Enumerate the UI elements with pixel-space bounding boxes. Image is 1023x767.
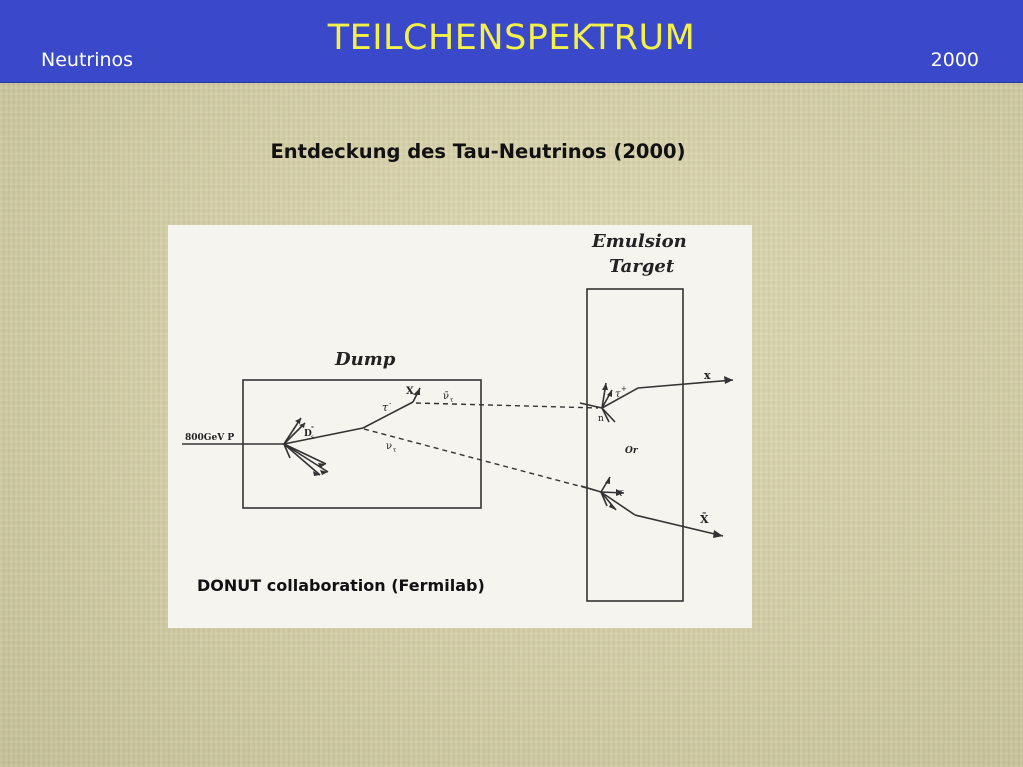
nubar-tau-label: ν̄ [443,391,449,402]
emulsion-label: Emulsion [591,231,687,252]
slide-heading: Entdeckung des Tau-Neutrinos (2000) [270,140,686,163]
ds-sup-label: - [311,422,314,431]
nu-tau-path [363,428,599,492]
dump-label: Dump [334,349,396,370]
diagram-canvas: Emulsion Target Dump 800GeV P D s - τ - … [182,231,734,602]
x-label: X [406,386,414,397]
nu-tau-label: ν [386,441,392,452]
target-label: Target [609,256,675,277]
emulsion-target-box [586,288,684,602]
nu-tau-sub-label: τ [393,447,397,454]
topic-label: Neutrinos [41,49,134,71]
ds-sub-label: s [311,434,314,441]
ds-label: D [304,429,312,439]
lower-x-track [634,514,724,537]
figure-caption: DONUT collaboration (Fermilab) [197,576,485,595]
tau-label: τ [382,401,389,414]
nubar-tau-sub-label: τ [450,397,454,404]
target-tau-upper-sup-label: + [621,385,627,393]
target-tau-upper-label: τ [615,389,621,400]
target-tau-lower-label: τ [618,488,624,499]
donut-experiment-diagram: Emulsion Target Dump 800GeV P D s - τ - … [168,225,752,628]
target-n-label: n [598,414,604,424]
title-bar: TEILCHENSPEKTRUM Neutrinos 2000 [0,0,1023,83]
out-x-lower-label: X̄ [700,512,709,526]
year-label: 2000 [930,49,979,71]
slide-title: TEILCHENSPEKTRUM [327,18,696,58]
nubar-tau-path [415,402,599,409]
upper-x-track [637,379,734,389]
ds-track [283,427,364,445]
tau-track [362,401,414,429]
tau-sup-label: - [389,400,392,408]
or-label: Or [625,446,639,456]
beam-label: 800GeV P [185,433,234,443]
out-x-upper-label: x [704,369,711,382]
